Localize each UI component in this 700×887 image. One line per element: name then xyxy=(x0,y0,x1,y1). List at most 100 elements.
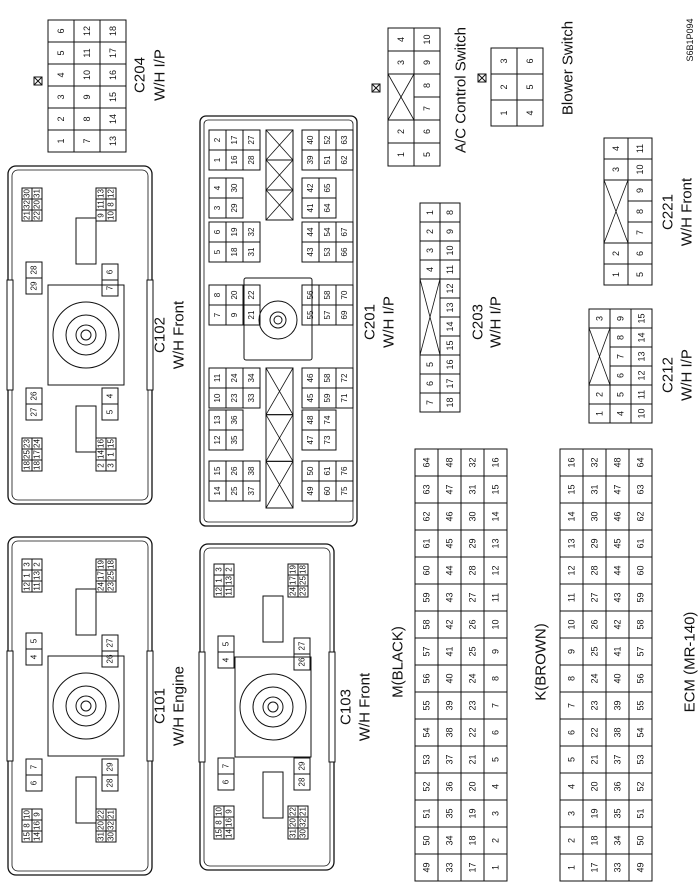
pin-number: 16 xyxy=(491,457,501,467)
pin-number: 21 xyxy=(23,211,32,220)
boss-hole xyxy=(273,315,283,325)
pin-number: 18 xyxy=(299,565,308,574)
boss-hole xyxy=(269,311,287,329)
pin-number: 35 xyxy=(613,808,623,818)
pin-number: 30 xyxy=(107,832,116,841)
side-notch xyxy=(6,279,14,391)
pin-number: 31 xyxy=(289,829,298,838)
pin-number: 28 xyxy=(247,155,256,164)
pin-number: 24 xyxy=(289,587,298,596)
pin-number: 19 xyxy=(230,227,239,236)
pin-number: 6 xyxy=(525,58,535,63)
pin-number: 6 xyxy=(491,730,501,735)
pin-number: 14 xyxy=(108,114,118,124)
pin-number: 59 xyxy=(636,592,646,602)
pin-number: 25 xyxy=(468,646,478,656)
harness-name: W/H I/P xyxy=(152,49,169,101)
pin-number: 8 xyxy=(635,209,645,214)
pin-number: 69 xyxy=(340,310,349,319)
pin-number: 11 xyxy=(635,144,645,153)
pin-cell xyxy=(242,221,261,243)
pin-number: 4 xyxy=(525,110,535,115)
pin-number: 54 xyxy=(636,727,646,737)
pin-cell xyxy=(105,209,117,222)
pin-number: 10 xyxy=(491,619,501,629)
blank-cross xyxy=(265,461,294,509)
connector-name: C102 xyxy=(152,317,169,353)
pin-number: 50 xyxy=(422,835,432,845)
latch-slot xyxy=(75,405,97,453)
pin-number: 64 xyxy=(636,457,646,467)
pin-number: 18 xyxy=(108,26,118,36)
pin-number: 13 xyxy=(97,189,106,198)
part-m-label: M(BLACK) xyxy=(390,626,407,698)
pin-number: 21 xyxy=(299,807,308,816)
pin-number: 31 xyxy=(33,189,42,198)
pin-number: 6 xyxy=(30,780,39,785)
pin-number: 12 xyxy=(637,370,647,380)
pin-number: 39 xyxy=(306,155,315,164)
pin-number: 2 xyxy=(611,251,621,256)
pin-number: 34 xyxy=(445,835,455,845)
pin-number: 37 xyxy=(445,754,455,764)
blank-cross xyxy=(588,327,611,386)
connector-name: C103 xyxy=(338,689,355,725)
pin-number: 65 xyxy=(323,183,332,192)
pin-number: 41 xyxy=(445,646,455,656)
connector-name: C204 xyxy=(132,57,149,93)
pin-cell xyxy=(101,650,119,668)
pin-number: 2 xyxy=(491,838,501,843)
pin-cell xyxy=(335,460,354,482)
harness-name: W/H I/P xyxy=(381,296,398,348)
pin-cell xyxy=(225,177,244,199)
pin-number: 28 xyxy=(468,565,478,575)
boss-ring xyxy=(52,672,120,740)
pin-cell xyxy=(630,308,653,329)
pin-number: 30 xyxy=(299,829,308,838)
blank-cross xyxy=(419,278,441,356)
key-mark xyxy=(33,76,43,86)
pin-number: 43 xyxy=(445,592,455,602)
pin-number: 40 xyxy=(613,673,623,683)
key-mark xyxy=(477,73,487,83)
pin-number: 23 xyxy=(230,393,239,402)
pin-number: 13 xyxy=(225,576,234,585)
pin-number: 9 xyxy=(82,94,92,99)
pin-number: 13 xyxy=(33,571,42,580)
pin-number: 55 xyxy=(422,700,432,710)
pin-number: 14 xyxy=(225,829,234,838)
pin-number: 3 xyxy=(567,811,577,816)
pin-number: 17 xyxy=(33,450,42,459)
pin-number: 76 xyxy=(340,466,349,475)
pin-cell xyxy=(25,403,43,421)
pin-cell xyxy=(242,367,261,389)
pin-number: 1 xyxy=(595,411,605,416)
pin-number: 53 xyxy=(636,754,646,764)
pin-number: 19 xyxy=(590,808,600,818)
pin-number: 21 xyxy=(468,754,478,764)
pin-number: 10 xyxy=(445,245,455,255)
pin-number: 17 xyxy=(97,571,106,580)
pin-number: 56 xyxy=(422,673,432,683)
pin-number: 51 xyxy=(323,155,332,164)
pin-number: 36 xyxy=(613,781,623,791)
pin-cell xyxy=(101,279,119,297)
pin-number: 8 xyxy=(215,820,224,825)
pin-number: 42 xyxy=(445,619,455,629)
pin-cell xyxy=(217,773,235,791)
pin-number: 32 xyxy=(23,200,32,209)
pin-number: 16 xyxy=(225,818,234,827)
pin-number: 12 xyxy=(82,26,92,36)
pin-number: 49 xyxy=(306,486,315,495)
pin-cell xyxy=(297,585,309,598)
pin-number: 25 xyxy=(590,646,600,656)
connector-name: ECM (MR-140) xyxy=(682,612,699,713)
pin-number: 12 xyxy=(107,189,116,198)
pin-number: 33 xyxy=(247,393,256,402)
pin-number: 10 xyxy=(215,807,224,816)
pin-cell xyxy=(101,774,119,792)
boss-hole xyxy=(267,701,279,713)
pin-number: 63 xyxy=(422,484,432,494)
